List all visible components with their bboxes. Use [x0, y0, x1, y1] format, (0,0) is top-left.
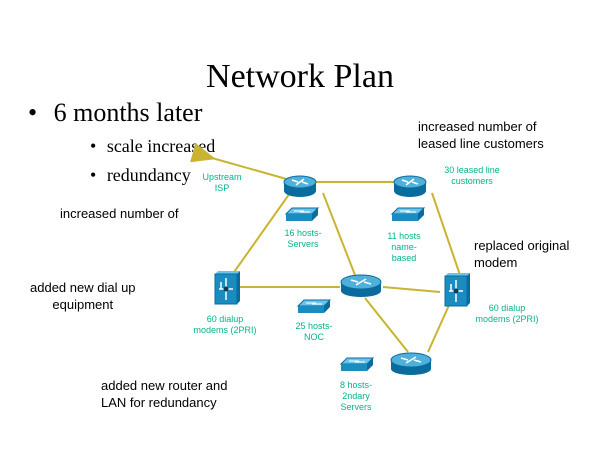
label-servers: 16 hosts- Servers	[276, 228, 330, 250]
note-line: leased line customers	[418, 136, 544, 151]
label-upstream-isp: Upstream ISP	[196, 172, 248, 194]
label-line: Upstream	[202, 172, 242, 182]
link-r1-dialup-left	[231, 192, 291, 276]
label-line: 60 dialup	[488, 303, 526, 313]
link-r3-r4	[364, 297, 409, 353]
slide-title: Network Plan	[206, 58, 394, 95]
label-line: based	[391, 253, 417, 263]
note-leased-line: increased number of leased line customer…	[418, 118, 544, 152]
link-r3-dialup-right	[382, 286, 441, 293]
link-dialup-right-r4	[427, 302, 451, 353]
label-line: 25 hosts-	[295, 321, 333, 331]
label-line: 2ndary	[342, 391, 370, 401]
note-increased-number: increased number of	[60, 206, 179, 221]
label-secondary-servers: 8 hosts- 2ndary Servers	[330, 380, 382, 413]
note-line: increased number of	[418, 119, 537, 134]
note-line: added new router and	[101, 378, 228, 393]
note-line: LAN for redundancy	[101, 395, 217, 410]
label-line: 16 hosts-	[284, 228, 322, 238]
label-dialup-left: 60 dialup modems (2PRI)	[186, 314, 264, 336]
label-line: 60 dialup	[206, 314, 244, 324]
bullet-scale: • scale increased	[90, 136, 215, 157]
bullet-marker: •	[90, 136, 97, 156]
bullet-text: redundancy	[106, 165, 191, 185]
label-line: Servers	[287, 239, 319, 249]
link-r2-dialup-right	[431, 192, 461, 276]
access-server-icon	[444, 273, 470, 307]
label-line: modems (2PRI)	[193, 325, 257, 335]
note-replaced-modem: replaced original modem	[474, 237, 569, 271]
label-name-based: 11 hosts name- based	[380, 231, 428, 264]
bullet-marker: •	[90, 165, 97, 185]
switch-icon	[390, 207, 426, 221]
router-icon	[340, 274, 382, 297]
label-dialup-right: 60 dialup modems (2PRI)	[468, 303, 546, 325]
bullet-redundancy: • redundancy	[90, 165, 191, 186]
note-line: added new dial up	[30, 280, 136, 295]
router-icon	[390, 352, 432, 375]
access-server-icon	[214, 271, 240, 305]
note-dialup-equipment: added new dial up equipment	[30, 279, 136, 313]
bullet-text: scale increased	[106, 136, 216, 156]
switch-icon	[296, 299, 332, 313]
label-line: customers	[451, 176, 493, 186]
note-line: equipment	[52, 297, 114, 312]
bullet-text: 6 months later	[53, 98, 203, 127]
label-line: 30 leased line	[444, 165, 500, 175]
label-line: name-	[391, 242, 417, 252]
router-icon	[393, 175, 427, 197]
label-line: 11 hosts	[387, 231, 421, 241]
label-leased-customers: 30 leased line customers	[437, 165, 507, 187]
switch-icon	[284, 207, 320, 221]
router-icon	[283, 175, 317, 197]
bullet-marker: •	[28, 98, 38, 127]
label-line: ISP	[214, 183, 230, 193]
label-line: NOC	[304, 332, 324, 342]
label-noc: 25 hosts- NOC	[288, 321, 340, 343]
link-isp-uplink	[190, 142, 291, 181]
note-line: replaced original	[474, 238, 570, 253]
label-line: Servers	[340, 402, 372, 412]
bullet-6-months: • 6 months later	[28, 98, 202, 128]
label-line: 8 hosts-	[339, 380, 372, 390]
switch-icon	[339, 357, 375, 371]
note-new-router: added new router and LAN for redundancy	[101, 377, 227, 411]
note-line: modem	[474, 255, 518, 270]
link-r1-r3	[322, 192, 356, 276]
label-line: modems (2PRI)	[475, 314, 539, 324]
